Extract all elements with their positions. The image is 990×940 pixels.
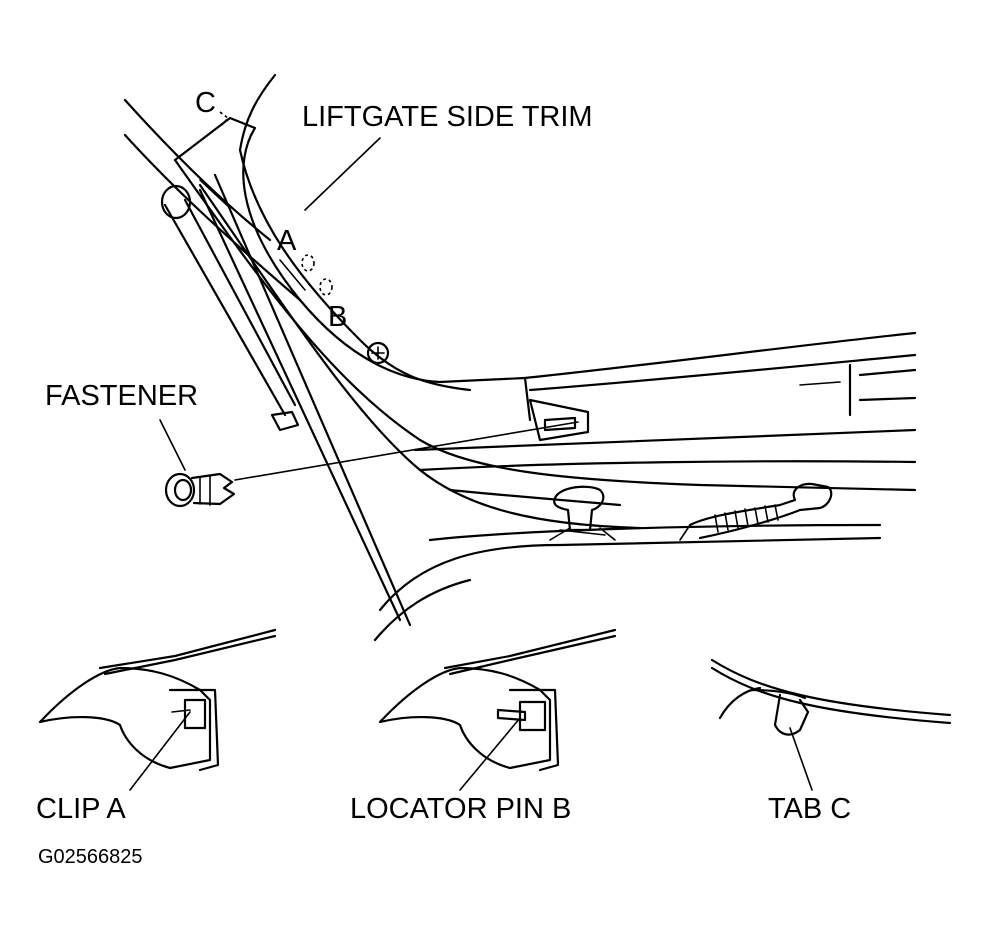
figure-code-label: G02566825 bbox=[38, 846, 143, 868]
liftgate-side-trim-label: LIFTGATE SIDE TRIM bbox=[302, 101, 593, 133]
fastener-leader-line bbox=[159, 419, 186, 471]
marker-a-label: A bbox=[277, 225, 297, 257]
locator-pin-b-label: LOCATOR PIN B bbox=[350, 793, 571, 825]
trim-leader-line bbox=[304, 137, 381, 211]
clip-a-label: CLIP A bbox=[36, 793, 126, 825]
tab-c-label: TAB C bbox=[768, 793, 851, 825]
marker-b-label: B bbox=[328, 301, 347, 333]
tab-c-detail bbox=[710, 658, 952, 791]
locator-pin-b-detail bbox=[378, 628, 617, 791]
marker-c-label: C bbox=[195, 87, 216, 119]
fastener-label: FASTENER bbox=[45, 380, 198, 412]
clip-a-detail bbox=[38, 628, 277, 791]
vehicle-body-illustration bbox=[123, 73, 917, 642]
